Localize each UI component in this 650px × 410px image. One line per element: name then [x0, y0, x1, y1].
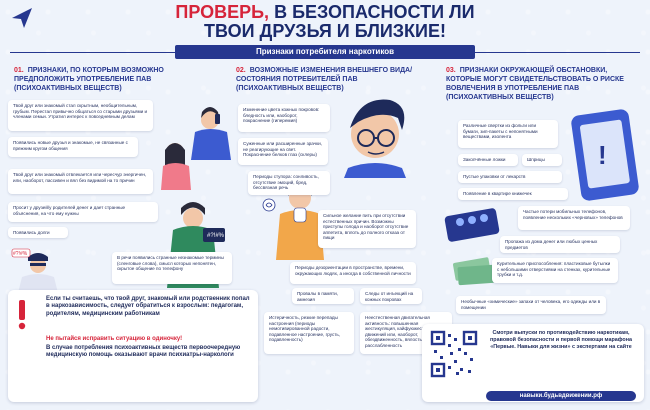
- col2-card-2: Суженные или расширенные зрачки, не реаг…: [238, 138, 328, 165]
- col2-card-1: Изменение цвета кожных покровов: бледнос…: [238, 104, 330, 132]
- col3-card-4: Пустые упаковки от лекарств: [458, 171, 562, 183]
- divider-left: [10, 52, 175, 53]
- warning-text-main: Если ты считаешь, что твой друг, знакомы…: [46, 296, 250, 317]
- warning-text-help: В случае потребления психоактивных вещес…: [46, 345, 241, 359]
- column2-heading: 02.ВОЗМОЖНЫЕ ИЗМЕНЕНИЯ ВНЕШНЕГО ВИДА/СОС…: [236, 67, 413, 92]
- col3-card-7: Пропажа из дома денег или любых ценных п…: [500, 236, 620, 253]
- money-illustration: [453, 257, 495, 286]
- svg-text:#?!#%: #?!#%: [207, 233, 225, 239]
- column1-heading: 01.ПРИЗНАКИ, ПО КОТОРЫМ ВОЗМОЖНО ПРЕДПОЛ…: [14, 67, 164, 92]
- boy-glasses-illustration: [344, 99, 406, 178]
- col2-card-3: Периоды ступора: сонливость, отсутствие …: [248, 171, 330, 195]
- column3-heading: 03.ПРИЗНАКИ ОКРУЖАЮЩЕЙ ОБСТАНОВКИ, КОТОР…: [446, 67, 624, 101]
- col2-card-6: Провалы в памяти, амнезия: [292, 288, 354, 304]
- exclamation-icon: [18, 300, 26, 330]
- site-link[interactable]: навыки.будьвдвижении.рф: [486, 391, 636, 401]
- speech-bubble-text: #?!#%: [13, 251, 28, 257]
- col1-card-2: Появились новые друзья и знакомые, не св…: [8, 137, 138, 157]
- col2-card-7: Следы от инъекций на кожных покровах: [360, 288, 422, 304]
- col3-card-2: Закопчённые ложки: [458, 154, 518, 166]
- col1-card-3: Твой друг или знакомый отвлекается или ч…: [8, 169, 153, 194]
- col2-card-4: Сильное желание пить при отсутствии есте…: [318, 210, 416, 248]
- col3-card-9: Необычные «химические» запахи от человек…: [456, 296, 606, 314]
- col2-card-5: Периоды дезориентации в пространстве, вр…: [290, 262, 416, 284]
- section-banner: Признаки потребителя наркотиков: [175, 45, 475, 59]
- page-title-line1: ПРОВЕРЬ, В БЕЗОПАСНОСТИ ЛИ: [175, 2, 475, 22]
- col3-card-5: Появление в квартире книжечек: [458, 188, 568, 200]
- qr-code[interactable]: [430, 330, 478, 378]
- svg-text:!: !: [598, 140, 607, 170]
- confusion-icon: [262, 198, 276, 212]
- col2-card-8: Истеричность, резкие перепады настроения…: [264, 312, 354, 354]
- col1-card-6: В речи появились странные незнакомые тер…: [112, 252, 232, 284]
- col3-card-8: Курительные приспособления: пластиковые …: [492, 258, 618, 283]
- man-in-cap-illustration: #?!#%: [11, 248, 58, 293]
- warning-box: [8, 290, 258, 402]
- warning-text-alert: Не пытайся исправить ситуацию в одиночку…: [46, 336, 183, 342]
- phone-illustration: !: [571, 109, 639, 201]
- col1-card-5: Появились долги: [8, 227, 68, 238]
- footer-text: Смотри выпуски по противодействию наркот…: [490, 330, 632, 350]
- col1-card-1: Твой друг или знакомый стал скрытным, не…: [8, 100, 153, 131]
- col3-card-1: Различные свертки из фольги или бумаги, …: [458, 120, 558, 148]
- divider-right: [475, 52, 640, 53]
- page-title-line2: ТВОИ ДРУЗЬЯ И БЛИЗКИЕ!: [204, 21, 446, 41]
- col3-card-6: Частые потери мобильных телефонов, появл…: [518, 206, 630, 230]
- pills-illustration: [444, 208, 500, 242]
- col1-card-4: Просит у друзей/у родителей денег и дает…: [8, 202, 158, 222]
- logo-arrow-icon: [12, 8, 32, 28]
- col3-card-3: Шприцы: [522, 154, 562, 166]
